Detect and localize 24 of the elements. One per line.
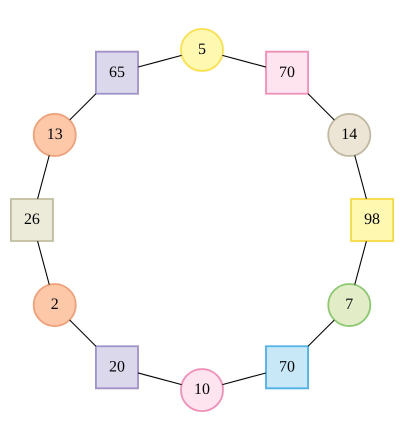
- connector: [69, 92, 96, 120]
- node-circle: 5: [180, 28, 224, 72]
- node-box: 20: [95, 344, 139, 389]
- connector: [222, 372, 266, 385]
- connector: [308, 92, 335, 120]
- node-box: 65: [95, 50, 139, 94]
- connector: [308, 319, 335, 346]
- node-circle: 14: [327, 112, 372, 156]
- connector: [138, 54, 182, 68]
- node-box: 26: [10, 198, 54, 242]
- node-box: 70: [265, 50, 309, 94]
- node-circle: 7: [327, 282, 372, 326]
- node-circle: 13: [32, 112, 77, 156]
- connector: [354, 240, 367, 284]
- connector: [37, 240, 50, 284]
- connector: [354, 154, 367, 199]
- connector: [222, 54, 266, 68]
- node-circle: 2: [32, 282, 77, 326]
- node-circle: 10: [180, 368, 224, 412]
- node-box: 98: [350, 198, 394, 242]
- connector: [138, 372, 182, 385]
- node-box: 70: [265, 344, 309, 389]
- connector: [37, 154, 50, 198]
- connector: [69, 319, 96, 346]
